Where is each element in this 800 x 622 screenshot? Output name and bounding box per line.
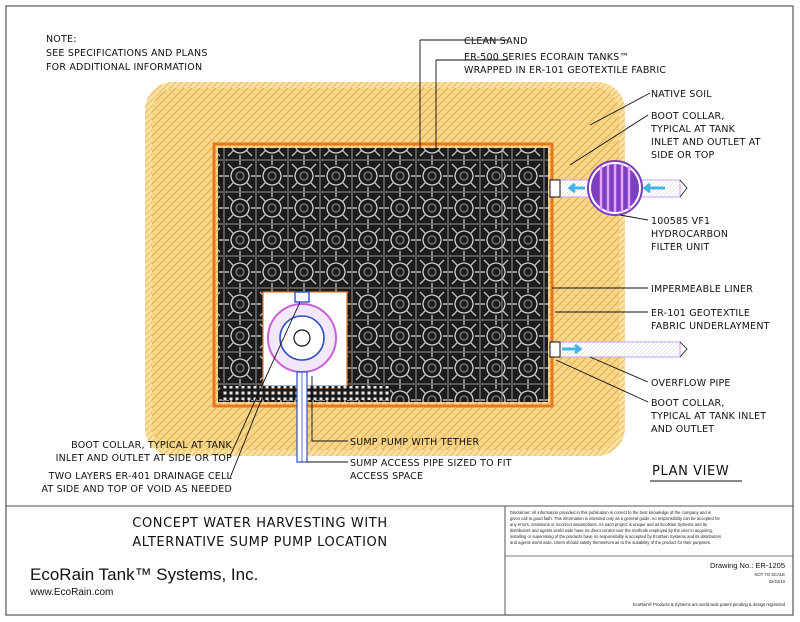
label-boot-bottom-2: TYPICAL AT TANK INLET [650,411,766,422]
label-filter-3: FILTER UNIT [651,242,710,253]
label-boot-top-2: TYPICAL AT TANK [650,124,736,135]
label-drainage-2: AT SIDE AND TOP OF VOID AS NEEDED [41,484,232,495]
disclaimer-line-3: any errors, omissions or incorrect assum… [510,522,707,527]
not-to-scale: NOT TO SCALE [755,572,786,577]
label-clean-sand: CLEAN SAND [464,36,528,47]
patent-notice: EcoRain® Products & Systems are world wi… [633,602,786,607]
company-website: www.EcoRain.com [29,587,113,598]
label-underlayment-1: ER-101 GEOTEXTILE [651,308,750,319]
sheet-border [5,5,794,616]
label-sump-pump: SUMP PUMP WITH TETHER [350,437,479,448]
title-line-2: ALTERNATIVE SUMP PUMP LOCATION [132,535,387,550]
label-filter-1: 100585 VF1 [651,216,710,227]
disclaimer-line-5: installing or supervising of the product… [510,534,721,539]
label-tanks-2: WRAPPED IN ER-101 GEOTEXTILE FABRIC [464,65,666,76]
disclaimer-line-6: and agents world wide. Users should sati… [510,540,711,545]
filter-unit [587,160,643,216]
label-tanks-1: ER-500 SERIES ECORAIN TANKS™ [464,52,629,63]
note-line-3: FOR ADDITIONAL INFORMATION [46,62,202,73]
leader-lines [229,39,651,479]
note-line-2: SEE SPECIFICATIONS AND PLANS [46,48,208,59]
drawing-date: 02/22/10 [769,579,786,584]
label-boot-bottom-3: AND OUTLET [651,424,714,435]
note-line-1: NOTE: [46,34,77,45]
label-sump-pipe-1: SUMP ACCESS PIPE SIZED TO FIT [350,458,512,469]
label-drainage-1: TWO LAYERS ER-401 DRAINAGE CELL [48,471,233,482]
label-sump-pipe-2: ACCESS SPACE [350,471,423,482]
label-boot-top-3: INLET AND OUTLET AT [651,137,761,148]
label-boot-left-2: INLET AND OUTLET AT SIDE OR TOP [56,453,232,464]
label-overflow: OVERFLOW PIPE [651,378,731,389]
label-boot-top-1: BOOT COLLAR, [651,111,725,122]
label-boot-left-1: BOOT COLLAR, TYPICAL AT TANK [71,440,232,451]
plan-view-label: PLAN VIEW [652,464,729,479]
label-underlayment-2: FABRIC UNDERLAYMENT [651,321,770,332]
label-boot-bottom-1: BOOT COLLAR, [651,398,725,409]
company-name: EcoRain Tank™ Systems, Inc. [30,565,258,584]
drawing-number: Drawing No.: ER-1205 [710,561,785,570]
impermeable-liner [212,142,554,408]
label-boot-top-4: SIDE OR TOP [651,150,715,161]
overflow-pipe [549,341,688,358]
sump-pump [267,291,337,373]
disclaimer-line-1: Disclaimer: All information provided in … [510,510,711,515]
title-line-1: CONCEPT WATER HARVESTING WITH [132,516,387,531]
label-liner: IMPERMEABLE LINER [651,284,753,295]
label-filter-2: HYDROCARBON [651,229,728,240]
label-native-soil: NATIVE SOIL [651,89,712,100]
disclaimer-line-2: given call to good faith. This informati… [510,516,720,521]
disclaimer-line-4: distributors and agents world wide have … [510,528,713,533]
